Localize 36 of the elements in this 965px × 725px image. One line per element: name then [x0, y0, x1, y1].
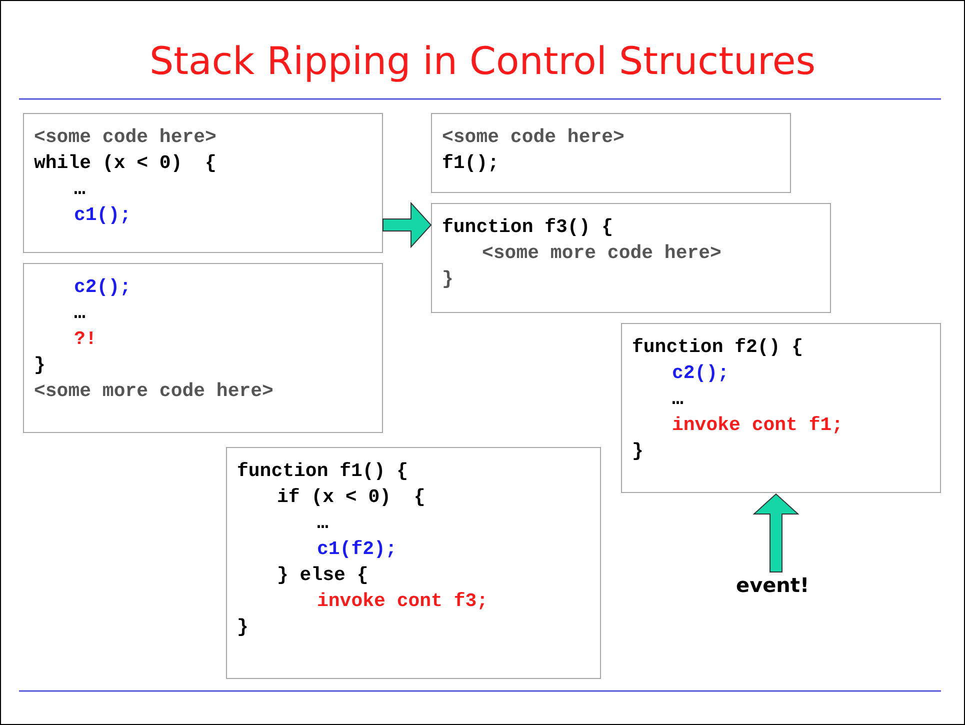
code-line: invoke cont f1;: [672, 414, 844, 436]
slide-title: Stack Ripping in Control Structures: [148, 39, 817, 83]
code-line: c1();: [74, 204, 132, 226]
code-line: }: [632, 440, 644, 462]
code-line: …: [74, 178, 86, 200]
code-line: …: [317, 512, 328, 534]
code-line: } else {: [277, 564, 368, 586]
code-line: function f3() {: [442, 216, 614, 238]
code-line: }: [237, 616, 248, 638]
code-line: c2();: [74, 276, 132, 298]
code-line: }: [34, 354, 46, 376]
code-line: if (x < 0) {: [277, 486, 426, 508]
code-line: <some more code here>: [482, 242, 722, 264]
code-line: …: [74, 302, 86, 324]
code-box: [226, 447, 601, 679]
block-arrow: [752, 493, 800, 572]
code-line: function f1() {: [237, 460, 408, 482]
code-line: <some code here>: [442, 126, 624, 148]
code-box: [621, 323, 941, 493]
code-box: [431, 203, 831, 313]
code-line: while (x < 0) {: [34, 152, 216, 174]
code-line: <some more code here>: [34, 380, 274, 402]
block-arrow: [382, 202, 432, 248]
code-line: function f2() {: [632, 336, 804, 358]
code-line: invoke cont f3;: [317, 590, 488, 612]
code-line: ?!: [74, 328, 97, 350]
code-box: [23, 263, 383, 433]
code-line: …: [672, 388, 684, 410]
code-line: f1();: [442, 152, 500, 174]
code-line: c2();: [672, 362, 730, 384]
code-box: [431, 113, 791, 193]
code-box: [23, 113, 383, 253]
code-line: c1(f2);: [317, 538, 397, 560]
code-line: <some code here>: [34, 126, 216, 148]
event-label: event!: [736, 573, 816, 601]
code-line: }: [442, 268, 454, 290]
